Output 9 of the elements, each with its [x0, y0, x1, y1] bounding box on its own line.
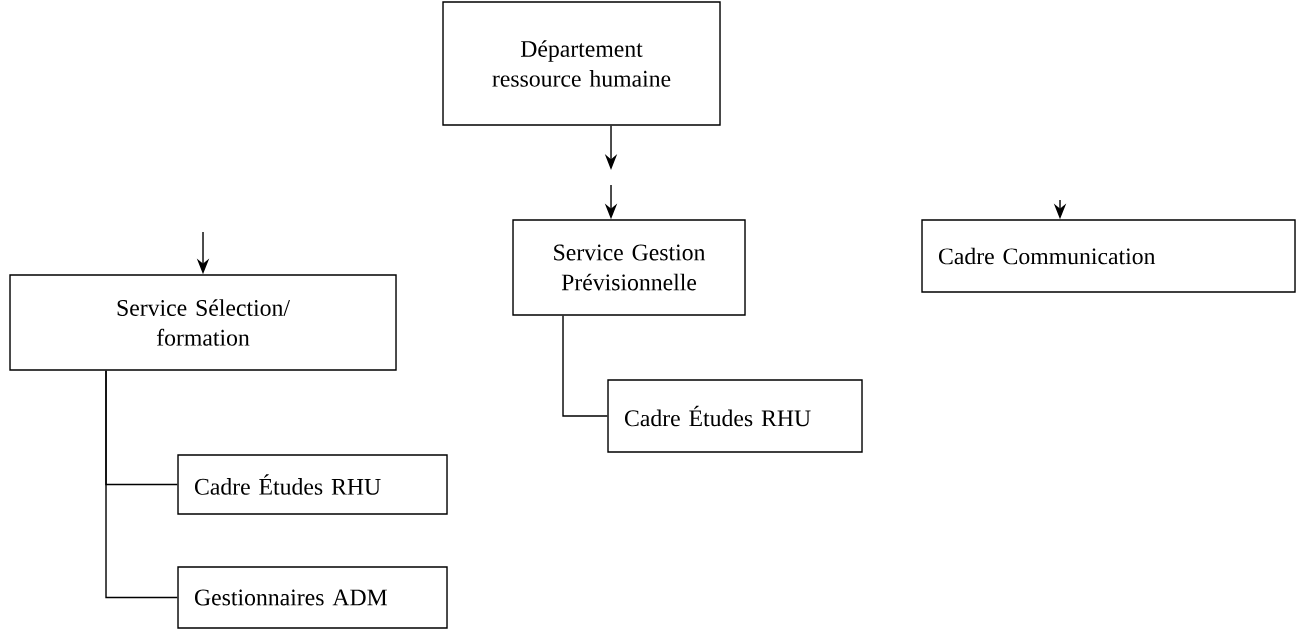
process-box: Service Gestion Prévisionnelle — [512, 219, 746, 316]
process-box: Cadre Études RHU — [607, 379, 863, 453]
process-box: Cadre Communication — [921, 219, 1296, 293]
process-box: Service Sélection/ formation — [9, 274, 397, 371]
connector-line — [105, 370, 178, 599]
process-box: Cadre Études RHU — [177, 454, 448, 515]
process-box: Gestionnaires ADM — [177, 566, 448, 629]
connector-line — [562, 315, 608, 417]
process-box: Département ressource humaine — [442, 1, 721, 126]
